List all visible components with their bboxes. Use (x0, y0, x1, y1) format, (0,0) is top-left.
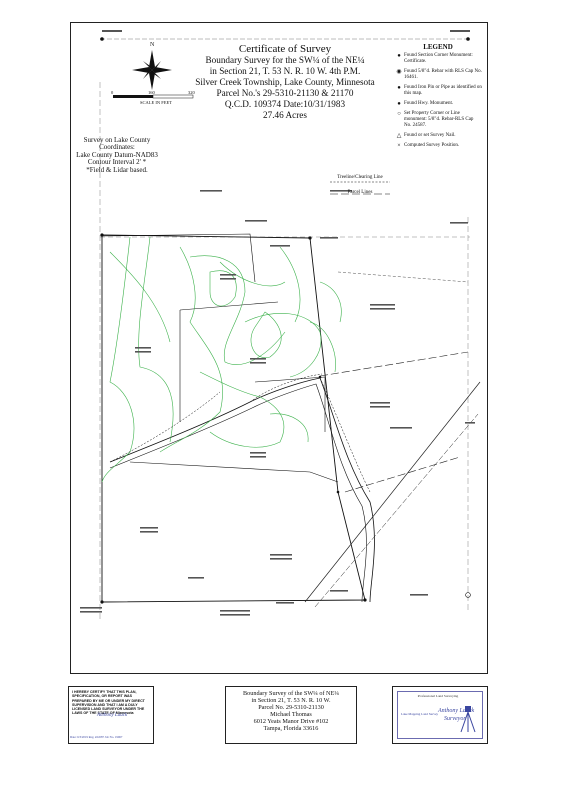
logo-surveyor-role: Surveyor (444, 716, 466, 722)
survey-title-block: Certificate of Survey Boundary Survey fo… (180, 44, 390, 121)
survey-subtitle-3: Silver Creek Township, Lake County, Minn… (195, 77, 375, 87)
survey-subtitle-1: Boundary Survey for the SW¼ of the NE¼ (205, 55, 365, 65)
legend-item: ●Found Iron Pin or Pipe as identified on… (394, 85, 482, 97)
legend-item: ●Found Section Corner Monument: Certific… (394, 53, 482, 65)
triangle-icon: △ (396, 133, 402, 139)
title-block: Boundary Survey of the SW¼ of NE¼ in Sec… (225, 686, 357, 744)
certification-text: I HEREBY CERTIFY THAT THIS PLAN, SPECIFI… (72, 690, 145, 716)
survey-subtitle-4: Parcel No.'s 29-5310-21130 & 21170 (216, 88, 354, 98)
small-annotations (80, 30, 475, 616)
certification-footer: Date: 6/3/2019 Reg. #24587 Job No. 19067 (70, 735, 123, 739)
monument-markers (100, 37, 471, 604)
contour-lines (101, 236, 342, 483)
survey-acreage: 27.46 Acres (263, 110, 307, 120)
solid-dot-icon: ● (397, 53, 401, 59)
survey-subtitle-2: in Section 21, T. 53 N. R. 10 W. 4th P.M… (209, 66, 361, 76)
survey-map (80, 30, 481, 622)
survey-subtitle-5: Q.C.D. 109374 Date:10/31/1983 (224, 99, 346, 109)
north-label: N (150, 42, 155, 48)
legend-item: ○Set Property Corner or Line monument: 5… (394, 111, 482, 129)
surveyor-tripod-icon (460, 706, 476, 733)
surveyor-logo-box: Professional Land Surveying Anthony Lauc… (392, 686, 488, 744)
datum-note: Survey on Lake County Coordinates: Lake … (76, 136, 158, 174)
open-circle-icon: ○ (397, 111, 401, 117)
interior-parcel-line-5 (254, 376, 326, 383)
parcel-boundary (101, 234, 366, 603)
diagonal-line-1 (319, 351, 469, 377)
legend-item: ●Found Hwy. Monument. (394, 101, 482, 107)
legend-item: △Found or set Survey Nail. (394, 133, 482, 139)
scale-label: SCALE IN FEET (140, 100, 172, 105)
interior-parcel-line-3 (179, 301, 279, 311)
parcel-lines-label: Parcel Lines (347, 190, 373, 195)
highway-line-2 (314, 413, 479, 608)
certification-box: I HEREBY CERTIFY THAT THIS PLAN, SPECIFI… (68, 686, 154, 744)
interior-parcel-line-4 (129, 461, 339, 483)
legend-item: ◉Found 5/8"d. Rebar with RLS Cap No. 164… (394, 69, 482, 81)
scale-bar (113, 94, 194, 99)
diagonal-line-2 (344, 456, 461, 493)
treeline-label: Treeline/Clearing Line (337, 175, 383, 180)
circle-dot-icon: ◉ (396, 69, 402, 75)
treeline-lines (109, 373, 371, 493)
scale-tick-0: 0 (111, 90, 114, 95)
north-arrow (132, 50, 172, 90)
diagonal-line-3 (337, 271, 469, 283)
solid-dot-icon: ● (397, 101, 401, 107)
surveyor-signature: Anthony Lauck (97, 713, 128, 718)
solid-dot-icon: ● (397, 85, 401, 91)
scale-tick-320: 320 (188, 90, 195, 95)
legend-heading: LEGEND (423, 43, 453, 51)
survey-title: Certificate of Survey (238, 43, 332, 55)
interior-parcel-line-1 (101, 233, 256, 283)
legend: LEGEND ●Found Section Corner Monument: C… (394, 44, 482, 153)
survey-sheet-border (70, 22, 488, 674)
logo-frame: Professional Land Surveying Anthony Lauc… (397, 691, 483, 739)
scale-tick-160: 160 (148, 90, 155, 95)
logo-side-text: Lake Mapping Land Survey (401, 712, 439, 716)
highway-line (304, 381, 481, 603)
logo-company: Professional Land Surveying (417, 694, 459, 698)
x-icon: × (397, 143, 401, 149)
logo-surveyor-name: Anthony Lauck (438, 708, 475, 714)
road-corridor-inner (109, 383, 367, 603)
legend-item: ×Computed Survey Position. (394, 143, 482, 149)
